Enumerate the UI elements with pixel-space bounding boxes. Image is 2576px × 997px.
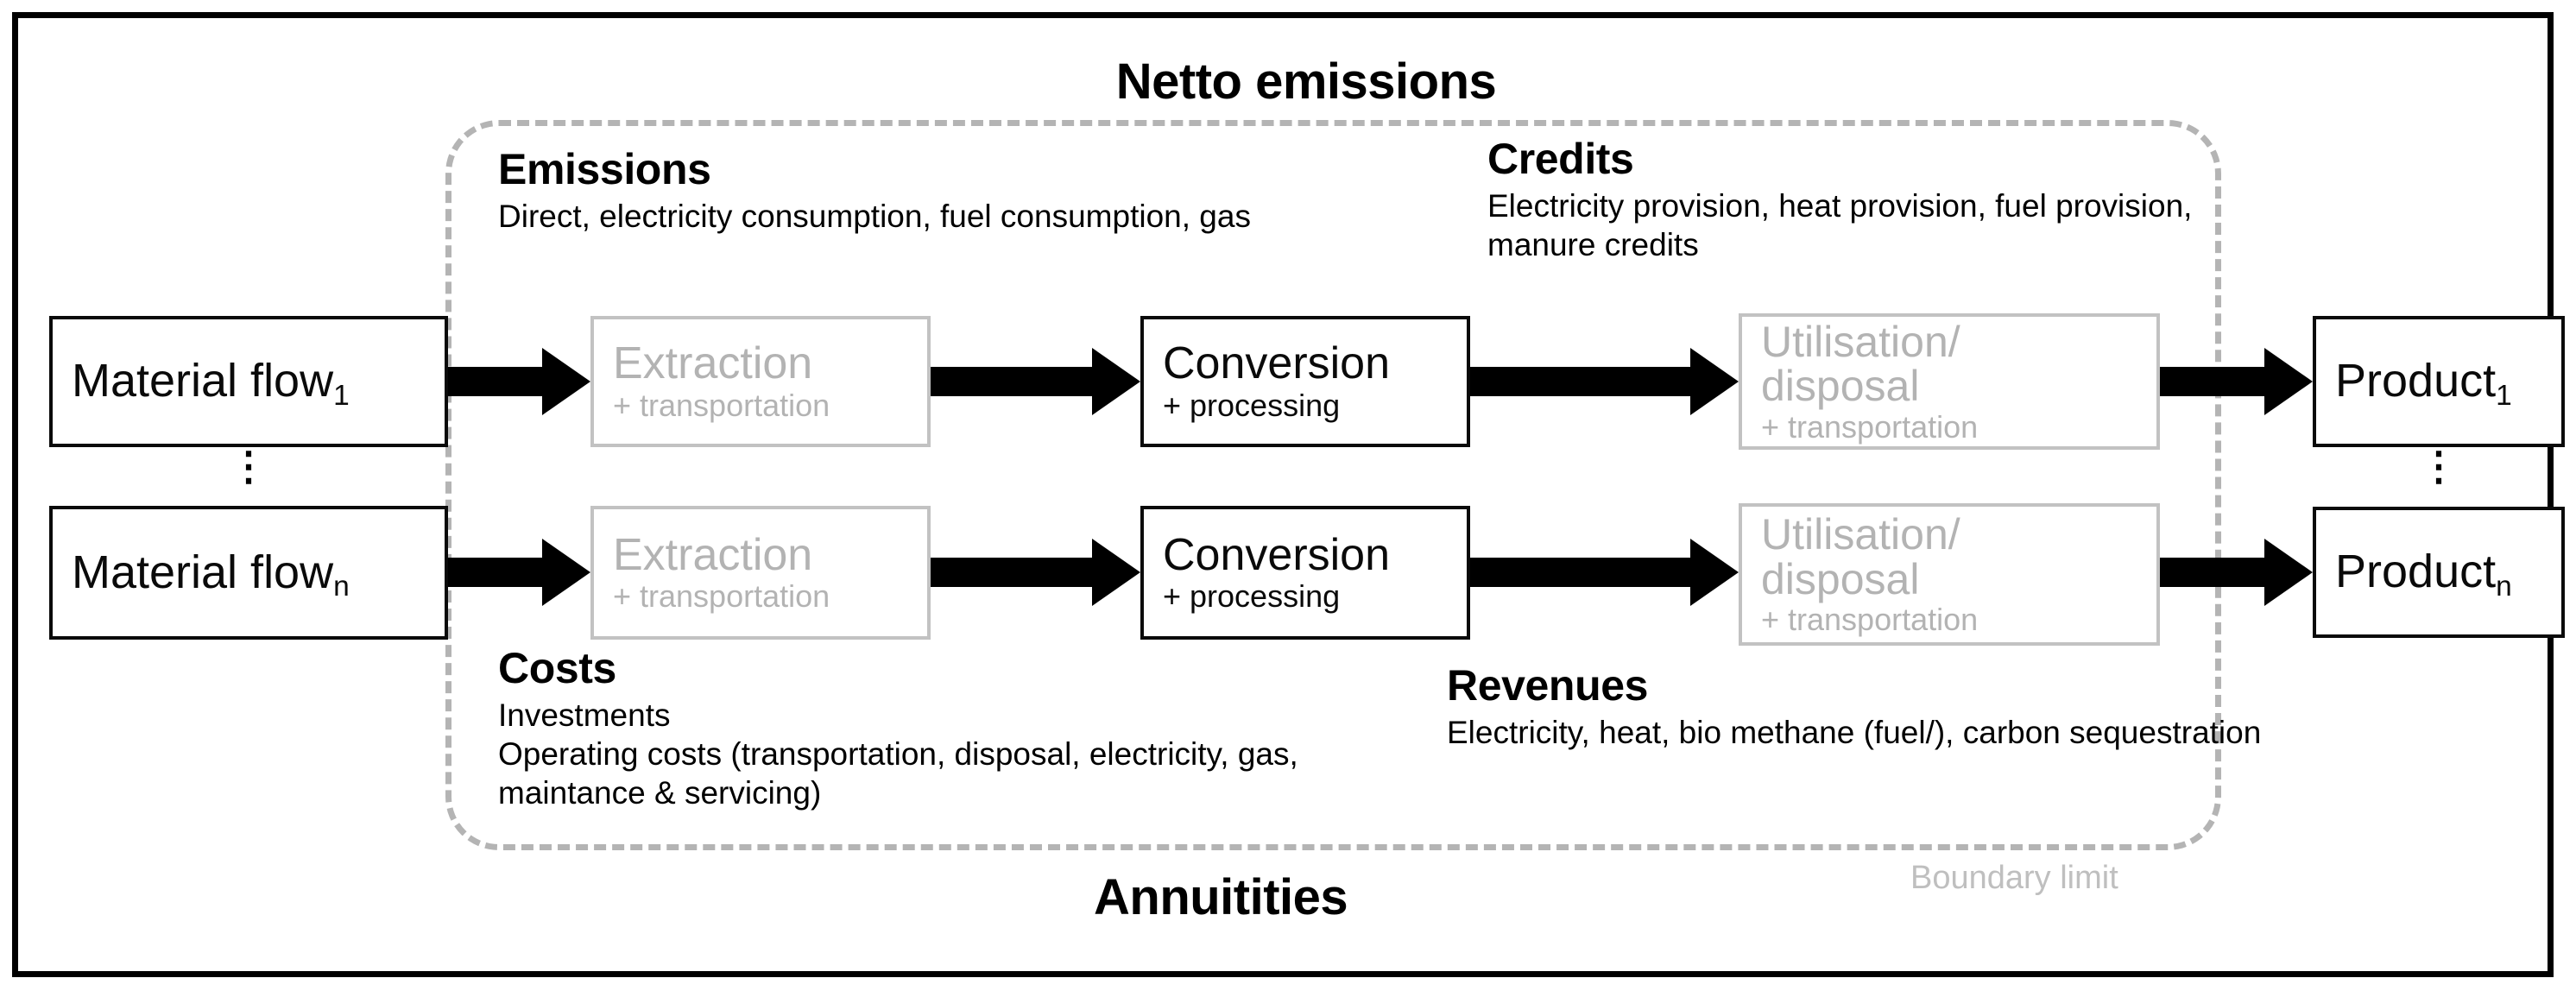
product-box-1[interactable]: Product1: [2313, 316, 2565, 447]
extraction-label-1: Extraction: [613, 338, 813, 389]
credits-annotation: Credits Electricity provision, heat prov…: [1487, 137, 2247, 264]
product-box-n[interactable]: Productn: [2313, 507, 2565, 638]
extraction-box-n[interactable]: Extraction + transportation: [590, 506, 931, 640]
arrow-utilisation-to-product-n: [2160, 539, 2313, 606]
credits-heading: Credits: [1487, 135, 1634, 183]
extraction-box-1[interactable]: Extraction + transportation: [590, 316, 931, 447]
conversion-label-1: Conversion: [1163, 338, 1391, 389]
conversion-box-1[interactable]: Conversion + processing: [1140, 316, 1470, 447]
arrow-conversion-to-utilisation-n: [1470, 539, 1739, 606]
material-flow-box-n[interactable]: Material flown: [49, 506, 448, 640]
arrow-extraction-to-conversion-1: [931, 348, 1140, 415]
netto-emissions-title: Netto emissions: [1115, 54, 1497, 110]
product-label-n: Productn: [2335, 546, 2512, 603]
material-flow-box-1[interactable]: Material flow1: [49, 316, 448, 447]
material-flow-ellipsis: ⋮: [229, 444, 268, 489]
utilisation-sublabel-1: + transportation: [1761, 408, 1979, 445]
revenues-heading: Revenues: [1447, 661, 1649, 710]
emissions-body: Direct, electricity consumption, fuel co…: [498, 199, 1251, 234]
system-boundary-dashed-rect: [445, 120, 2221, 850]
arrow-materialflow-to-extraction-n: [448, 539, 590, 606]
costs-annotation: Costs Investments Operating costs (trans…: [498, 647, 1310, 812]
product-label-1: Product1: [2335, 355, 2512, 412]
material-flow-label-1: Material flow1: [72, 355, 350, 412]
arrow-utilisation-to-product-1: [2160, 348, 2313, 415]
costs-body: Investments Operating costs (transportat…: [498, 697, 1298, 811]
arrow-materialflow-to-extraction-1: [448, 348, 590, 415]
credits-body: Electricity provision, heat provision, f…: [1487, 188, 2193, 263]
annuitities-title: Annuitities: [1094, 869, 1348, 925]
outer-frame: Netto emissions Annuitities Boundary lim…: [12, 12, 2565, 977]
conversion-box-n[interactable]: Conversion + processing: [1140, 506, 1470, 640]
conversion-sublabel-n: + processing: [1163, 578, 1341, 615]
arrow-extraction-to-conversion-n: [931, 539, 1140, 606]
utilisation-label-1: Utilisation/ disposal: [1761, 317, 1960, 411]
costs-heading: Costs: [498, 644, 616, 692]
boundary-limit-label: Boundary limit: [1910, 860, 2118, 896]
product-ellipsis: ⋮: [2419, 444, 2459, 489]
conversion-sublabel-1: + processing: [1163, 387, 1341, 423]
revenues-annotation: Revenues Electricity, heat, bio methane …: [1447, 664, 2293, 752]
emissions-annotation: Emissions Direct, electricity consumptio…: [498, 148, 1413, 236]
arrow-conversion-to-utilisation-1: [1470, 348, 1739, 415]
emissions-heading: Emissions: [498, 145, 711, 193]
extraction-sublabel-1: + transportation: [613, 387, 830, 423]
extraction-sublabel-n: + transportation: [613, 578, 830, 615]
conversion-label-n: Conversion: [1163, 529, 1391, 580]
revenues-body: Electricity, heat, bio methane (fuel/), …: [1447, 715, 2262, 750]
utilisation-label-n: Utilisation/ disposal: [1761, 510, 1960, 603]
material-flow-label-n: Material flown: [72, 546, 350, 603]
utilisation-disposal-box-1[interactable]: Utilisation/ disposal + transportation: [1739, 313, 2160, 450]
utilisation-sublabel-n: + transportation: [1761, 602, 1979, 638]
utilisation-disposal-box-n[interactable]: Utilisation/ disposal + transportation: [1739, 503, 2160, 646]
extraction-label-n: Extraction: [613, 529, 813, 580]
